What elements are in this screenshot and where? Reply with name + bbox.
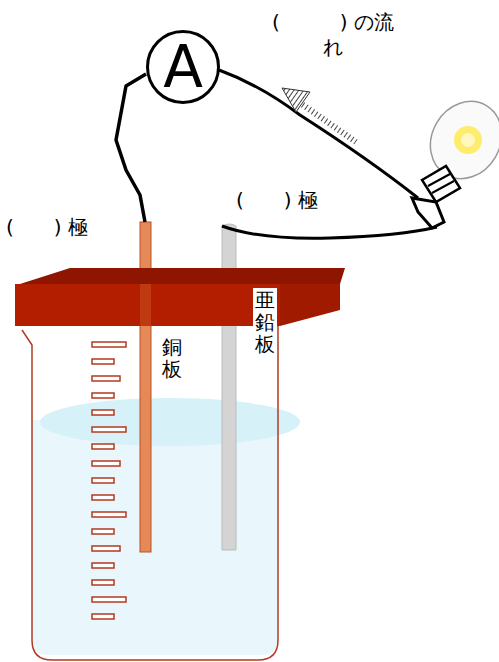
electrolyte [32, 420, 277, 655]
flow-label: ( ) の流れ [268, 10, 398, 60]
copper-through-lid [140, 284, 151, 326]
zinc-label: 亜鉛板 [253, 288, 277, 356]
copper-label: 銅板 [162, 336, 182, 380]
current-arrow [282, 88, 356, 142]
liquid-surface [40, 398, 300, 446]
wire [219, 70, 418, 198]
wire [222, 226, 437, 238]
light-bulb [412, 88, 499, 228]
lid [15, 284, 280, 326]
electrode-label: ( ) 極 [236, 188, 318, 213]
wire [116, 74, 146, 222]
electrode-label: ( ) 極 [6, 215, 88, 240]
ammeter-symbol: A [163, 38, 203, 96]
lid-top [20, 268, 345, 284]
ammeter-circle: A [146, 30, 220, 104]
lid-side [280, 284, 340, 326]
graduation-marks [92, 342, 126, 619]
